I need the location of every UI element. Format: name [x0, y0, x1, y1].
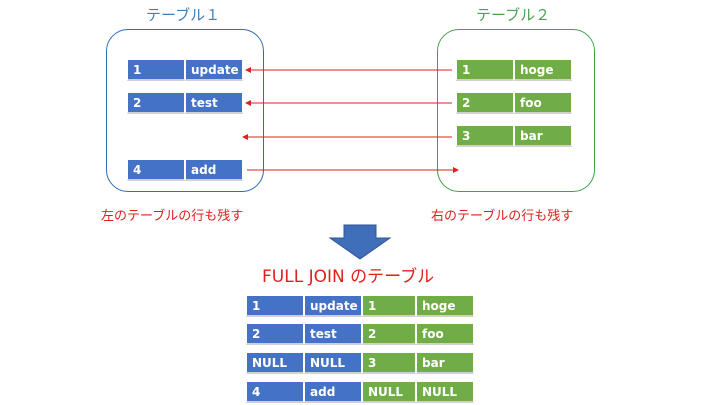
- left-table-frame: [106, 29, 264, 192]
- result-row-3: NULL NULL 3 bar: [246, 352, 474, 374]
- right-table-frame: [437, 29, 595, 192]
- right-row-id: 1: [456, 59, 514, 81]
- left-row-id: 1: [127, 59, 185, 81]
- result-cell: 2: [362, 323, 416, 345]
- right-table-row-2: 2 foo: [456, 92, 572, 114]
- right-table-title: テーブル２: [476, 6, 551, 24]
- result-cell: 2: [246, 323, 304, 345]
- result-cell: update: [304, 295, 362, 317]
- result-title: FULL JOIN のテーブル: [262, 267, 435, 287]
- left-row-id: 4: [127, 159, 185, 181]
- result-cell: 3: [362, 352, 416, 374]
- left-table-title: テーブル１: [146, 6, 221, 24]
- left-row-value: add: [185, 159, 243, 181]
- result-cell: 4: [246, 381, 304, 403]
- left-note: 左のテーブルの行も残す: [101, 209, 244, 224]
- left-row-id: 2: [127, 92, 185, 114]
- right-row-value: bar: [514, 125, 572, 147]
- result-cell: test: [304, 323, 362, 345]
- right-note: 右のテーブルの行も残す: [431, 209, 574, 224]
- result-cell: 1: [362, 295, 416, 317]
- result-cell: NULL: [362, 381, 416, 403]
- left-table-row-2: 2 test: [127, 92, 243, 114]
- result-cell: hoge: [416, 295, 474, 317]
- result-cell: add: [304, 381, 362, 403]
- right-row-value: foo: [514, 92, 572, 114]
- left-row-value: test: [185, 92, 243, 114]
- left-row-value: update: [185, 59, 243, 81]
- result-row-1: 1 update 1 hoge: [246, 295, 474, 317]
- right-table-row-1: 1 hoge: [456, 59, 572, 81]
- result-cell: 1: [246, 295, 304, 317]
- result-cell: NULL: [416, 381, 474, 403]
- result-cell: NULL: [246, 352, 304, 374]
- down-arrow-icon: [328, 224, 392, 260]
- left-table-row-3: 4 add: [127, 159, 243, 181]
- result-row-2: 2 test 2 foo: [246, 323, 474, 345]
- right-row-id: 2: [456, 92, 514, 114]
- result-cell: NULL: [304, 352, 362, 374]
- right-table-row-3: 3 bar: [456, 125, 572, 147]
- right-row-value: hoge: [514, 59, 572, 81]
- result-row-4: 4 add NULL NULL: [246, 381, 474, 403]
- right-row-id: 3: [456, 125, 514, 147]
- result-cell: foo: [416, 323, 474, 345]
- left-table-row-1: 1 update: [127, 59, 243, 81]
- result-cell: bar: [416, 352, 474, 374]
